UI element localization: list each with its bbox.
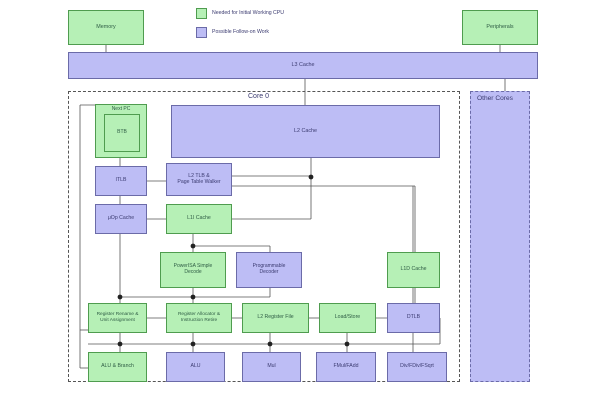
block-l1i-cache[interactable]: L1I Cache [166, 204, 232, 234]
block-div-fdiv-fsqrt[interactable]: Div/FDiv/FSqrt [387, 352, 447, 382]
block-l3-cache[interactable]: L3 Cache [68, 52, 538, 79]
block-memory[interactable]: Memory [68, 10, 144, 45]
block-alu[interactable]: ALU [166, 352, 225, 382]
block-register-allocator-instruction-retire[interactable]: Register Allocator & Instruction Retire [166, 303, 232, 333]
block-fmul-fadd[interactable]: FMul/FAdd [316, 352, 376, 382]
other-cores-title: Other Cores [477, 95, 513, 102]
block-peripherals[interactable]: Peripherals [462, 10, 538, 45]
block-dtlb[interactable]: DTLB [387, 303, 440, 333]
block-uop-cache[interactable]: μOp Cache [95, 204, 147, 234]
block-itlb[interactable]: ITLB [95, 166, 147, 196]
block-btb[interactable]: BTB [104, 114, 140, 152]
block-l2-register-file[interactable]: L2 Register File [242, 303, 309, 333]
block-mul[interactable]: Mul [242, 352, 301, 382]
next-pc-label: Next PC [111, 106, 131, 112]
legend-swatch-green [196, 8, 207, 19]
legend-label-green: Needed for Initial Working CPU [212, 10, 284, 16]
block-l2-tlb-page-table-walker[interactable]: L2 TLB & Page Table Walker [166, 163, 232, 196]
block-programmable-decoder[interactable]: Programmable Decoder [236, 252, 302, 288]
block-powerisa-simple-decode[interactable]: PowerISA Simple Decode [160, 252, 226, 288]
core-0-title: Core 0 [248, 93, 270, 100]
legend-swatch-purple [196, 27, 207, 38]
block-register-rename-unit-assignment[interactable]: Register Rename & Unit Assignment [88, 303, 147, 333]
block-load-store[interactable]: Load/Store [319, 303, 376, 333]
legend-label-purple: Possible Follow-on Work [212, 29, 269, 35]
block-l2-cache[interactable]: L2 Cache [171, 105, 440, 158]
block-alu-and-branch[interactable]: ALU & Branch [88, 352, 147, 382]
block-l1d-cache[interactable]: L1D Cache [387, 252, 440, 288]
other-cores-region[interactable] [470, 91, 530, 382]
